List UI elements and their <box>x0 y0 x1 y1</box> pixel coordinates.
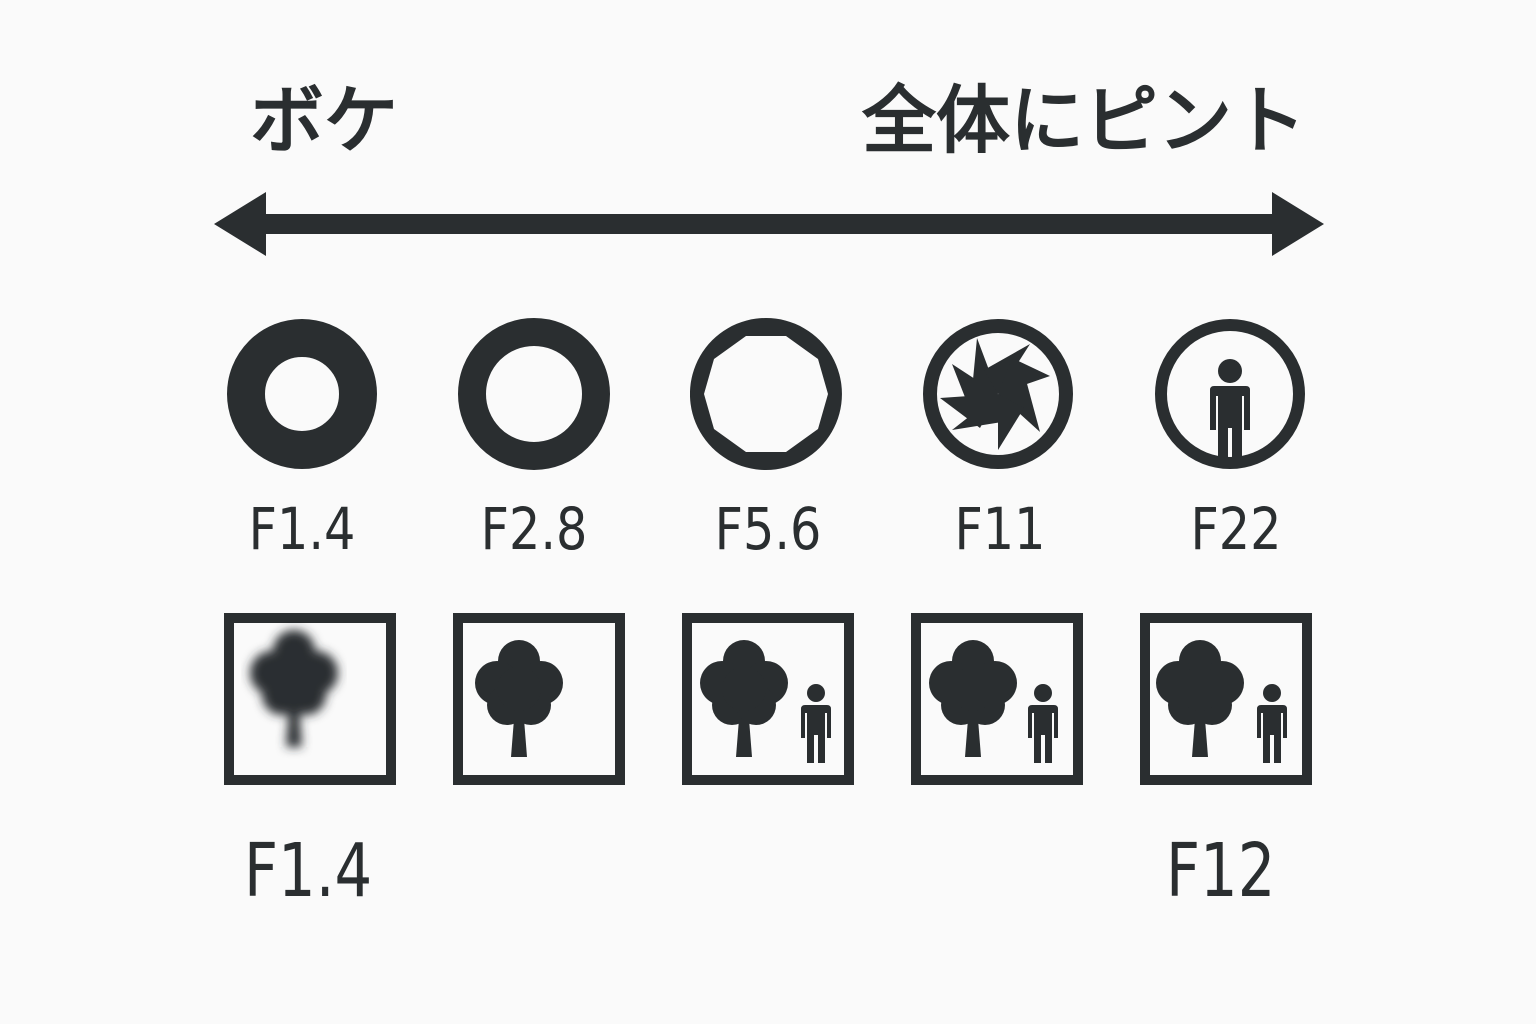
aperture-octagon-icon <box>690 318 842 470</box>
sharp-tree-icon <box>453 613 625 785</box>
aperture-shutter-blades-icon <box>922 318 1074 470</box>
aperture-wide-open-icon <box>226 318 378 470</box>
tree-and-person-icon <box>682 613 854 785</box>
tree-and-person-icon <box>1140 613 1312 785</box>
aperture-label: F5.6 <box>714 495 822 563</box>
aperture-label: F22 <box>1190 495 1282 563</box>
aperture-label: F11 <box>954 495 1046 563</box>
scene-box-tree-person <box>911 613 1083 785</box>
tree-and-person-icon <box>911 613 1083 785</box>
blurred-tree-icon <box>224 613 396 785</box>
bottom-left-f-label: F1.4 <box>244 828 373 914</box>
person-in-circle-icon <box>1154 318 1306 470</box>
double-arrow-icon <box>214 190 1324 258</box>
scene-box-tree-person <box>1140 613 1312 785</box>
aperture-open-icon <box>458 318 610 470</box>
scene-box-sharp-tree <box>453 613 625 785</box>
scene-box-blurred-tree <box>224 613 396 785</box>
aperture-label: F2.8 <box>480 495 588 563</box>
aperture-label: F1.4 <box>248 495 356 563</box>
scene-box-tree-person <box>682 613 854 785</box>
bokeh-label: ボケ <box>250 78 398 164</box>
all-in-focus-label: 全体にピント <box>862 78 1306 164</box>
bottom-right-f-label: F12 <box>1166 828 1276 914</box>
